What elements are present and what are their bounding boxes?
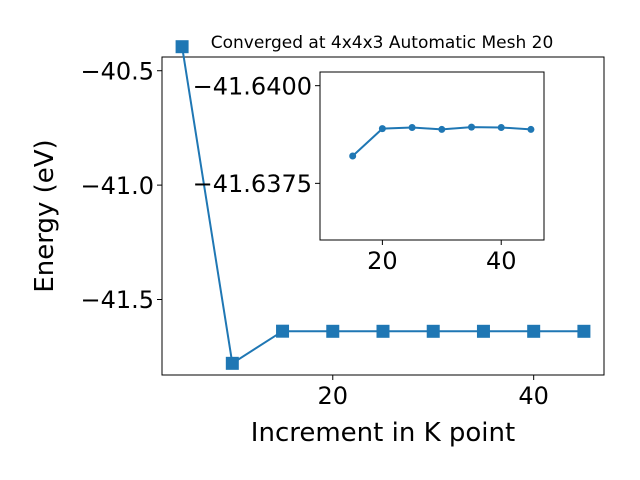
inset-data-point [497,123,505,131]
inset-data-point [468,123,476,131]
inset-x-tick-label: 40 [486,247,517,275]
main-data-point [476,324,490,338]
inset-data-point [438,125,446,133]
main-data-point [276,324,290,338]
main-series [175,40,591,370]
inset-y-tick-label: −41.6375 [193,170,312,198]
inset-series [349,123,535,160]
inset-plot-frame [319,71,545,241]
main-data-point [376,324,390,338]
inset-x-tick-label: 20 [367,247,398,275]
inset-y-tick-label: −41.6400 [193,72,312,100]
main-data-point [426,324,440,338]
main-plot-frame [161,56,605,376]
main-data-point [225,356,239,370]
inset-data-point [408,123,416,131]
main-data-point [577,324,591,338]
inset-data-point [349,152,357,160]
main-x-tick-label: 20 [317,382,348,410]
chart-title: Converged at 4x4x3 Automatic Mesh 20 [211,33,554,53]
inset-data-point [378,125,386,133]
main-data-point [175,40,189,54]
main-data-point [326,324,340,338]
main-y-ticks: −40.5 −41.0 −41.5 [80,57,162,314]
main-y-tick-label: −41.0 [80,172,154,200]
main-data-point [527,324,541,338]
main-y-tick-label: −41.5 [80,286,154,314]
x-axis-label: Increment in K point [251,418,515,448]
y-axis-label: Energy (eV) [30,139,60,292]
main-y-tick-label: −40.5 [80,57,154,85]
inset-y-ticks: −41.6400 −41.6375 [193,72,320,198]
inset-data-point [527,125,535,133]
main-x-tick-label: 40 [518,382,549,410]
inset-plot-background [320,72,544,240]
